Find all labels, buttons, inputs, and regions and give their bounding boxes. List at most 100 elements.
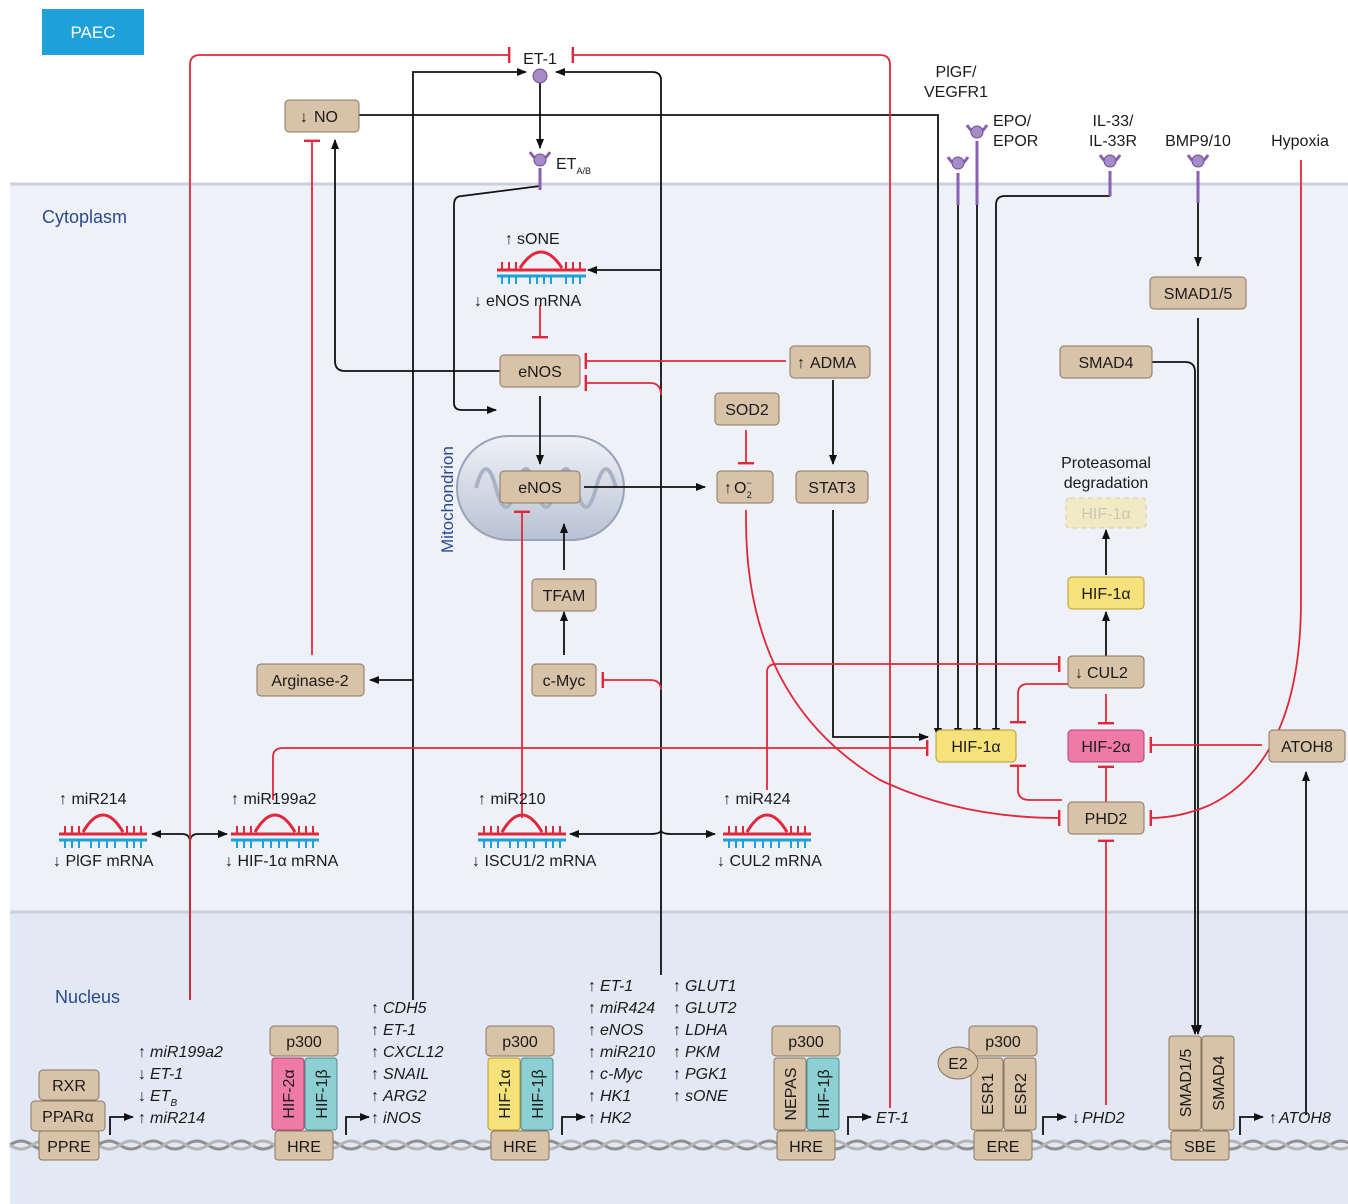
adma-node: ↑ ADMA: [789, 345, 871, 379]
hif1a-main-label: HIF-1α: [951, 739, 1000, 756]
smad4-label: SMAD4: [1078, 355, 1133, 372]
mirna-item: ↑ miR424 ↓ CUL2 mRNA: [717, 791, 822, 870]
ppar-complex: RXR PPARα PPRE: [30, 1069, 106, 1161]
paec-label: PAEC: [70, 23, 115, 42]
target-gene: ↑miR199a2: [138, 1044, 223, 1061]
ere-label: ERE: [987, 1139, 1020, 1156]
sone-label: ↑sONE: [505, 231, 560, 248]
stat3-node: STAT3: [795, 470, 869, 504]
target-gene: ↑c-Myc: [588, 1066, 643, 1083]
arginase-label: Arginase-2: [271, 673, 348, 690]
hif2-target-list: ↑CDH5 ↑ET-1 ↑CXCL12 ↑SNAIL ↑ARG2 ↑iNOS: [371, 1000, 444, 1127]
epo-label-1: EPO/: [993, 113, 1032, 130]
mirna-item: ↑ miR210 ↓ ISCU1/2 mRNA: [472, 791, 597, 870]
mirna-hairpin-icon: [59, 813, 147, 848]
mirna-group: ↑ miR214↓ PlGF mRNA↑ miR199a2↓ HIF-1α mR…: [53, 791, 822, 870]
mirna-name: ↑ miR199a2: [231, 791, 316, 808]
hif2-a-label: HIF-2α: [281, 1069, 298, 1118]
nepas-hre-label: HRE: [789, 1139, 823, 1156]
no-label: NO: [314, 109, 338, 126]
mirna-hairpin-icon: [231, 813, 319, 848]
hif2a-node: HIF-2α: [1067, 729, 1145, 763]
enos-label: eNOS: [518, 364, 562, 381]
sod2-label: SOD2: [725, 402, 769, 419]
epo-label-2: EPOR: [993, 133, 1038, 150]
proteasomal-label-1: Proteasomal: [1061, 455, 1151, 472]
nucleus-label: Nucleus: [55, 987, 120, 1007]
cytoplasm-label: Cytoplasm: [42, 207, 127, 227]
nepas-target: ET-1: [876, 1110, 909, 1127]
il33-label-1: IL-33/: [1093, 113, 1134, 130]
et1-label: ET-1: [523, 51, 557, 68]
target-gene: ↑miR424: [588, 1000, 655, 1017]
mirna-name: ↑ miR214: [59, 791, 127, 808]
inhibition-edges: [189, 47, 1302, 1108]
hif1a-upper-label: HIF-1α: [1081, 586, 1130, 603]
mirna-target-mrna: ↓ CUL2 mRNA: [717, 853, 822, 870]
paec-badge: [42, 9, 144, 55]
smad-target: ↑ATOH8: [1269, 1110, 1331, 1127]
target-gene: ↑PKM: [673, 1044, 720, 1061]
hif1a-main-node: HIF-1α: [935, 729, 1017, 763]
il33-label-2: IL-33R: [1089, 133, 1137, 150]
target-gene: ↑GLUT1: [673, 978, 737, 995]
target-gene: ↑eNOS: [588, 1022, 644, 1039]
mirna-target-mrna: ↓ ISCU1/2 mRNA: [472, 853, 597, 870]
cmyc-label: c-Myc: [543, 673, 586, 690]
smad15-label: SMAD1/5: [1164, 286, 1233, 303]
hif1-b-label: HIF-1β: [530, 1069, 547, 1118]
tfam-label: TFAM: [543, 588, 586, 605]
tfam-node: TFAM: [531, 578, 597, 612]
hif2a-label: HIF-2α: [1081, 739, 1130, 756]
hypoxia-label: Hypoxia: [1271, 133, 1329, 150]
target-gene: ↑CDH5: [371, 1000, 427, 1017]
nepas-p300-label: p300: [788, 1034, 824, 1051]
plgf-label-2: VEGFR1: [924, 84, 988, 101]
plgf-label-1: PlGF/: [936, 64, 977, 81]
plgf-receptor-icon: [946, 156, 970, 205]
hif2-complex: p300 HIF-2α HIF-1β HRE: [269, 1025, 339, 1161]
mirna-item: ↑ miR214↓ PlGF mRNA: [53, 791, 154, 870]
hif1-complex: p300 HIF-1α HIF-1β HRE: [485, 1025, 555, 1161]
target-gene: ↑LDHA: [673, 1022, 728, 1039]
hif1-target-list: ↑ET-1↑miR424↑eNOS↑miR210↑c-Myc↑HK1↑HK2↑G…: [588, 978, 737, 1127]
target-gene: ↑miR214: [138, 1110, 205, 1127]
enos-mito-node: eNOS: [499, 470, 581, 504]
nepas-complex: p300 NEPAS HIF-1β HRE: [771, 1025, 841, 1161]
target-gene: ↑iNOS: [371, 1110, 422, 1127]
atoh8-label: ATOH8: [1281, 739, 1333, 756]
svg-text:↑: ↑: [797, 355, 805, 372]
o2-label: ↑O−2: [724, 478, 752, 500]
smad15-node: SMAD1/5: [1149, 276, 1247, 310]
eta-b-receptor-icon: [528, 151, 552, 190]
rxr-label: RXR: [52, 1078, 86, 1095]
mirna-hairpin-icon: [723, 813, 811, 848]
hif1a-upper-node: HIF-1α: [1067, 576, 1145, 610]
mirna-name: ↑ miR424: [723, 791, 791, 808]
target-gene: ↑CXCL12: [371, 1044, 444, 1061]
dna-strand-icon: [9, 1139, 1348, 1151]
ppar-target-list: ↑miR199a2↓ET-1↓ETB↑miR214: [138, 1044, 223, 1127]
target-gene: ↑miR210: [588, 1044, 655, 1061]
il33-receptor-icon: [1098, 154, 1122, 196]
arginase-node: Arginase-2: [256, 663, 365, 697]
esr-p300-label: p300: [985, 1034, 1021, 1051]
epo-receptor-icon: [965, 124, 989, 205]
hif1a-faded-node: HIF-1α: [1065, 497, 1147, 529]
target-gene: ↓ETB: [138, 1088, 177, 1109]
bmp-receptor-icon: [1186, 154, 1210, 203]
svg-text:↓: ↓: [300, 109, 308, 126]
sone-mrna-icon: [497, 250, 586, 284]
eta-b-label: ETA/B: [556, 156, 591, 176]
mirna-name: ↑ miR210: [478, 791, 546, 808]
target-gene: ↑HK1: [588, 1088, 631, 1105]
mitochondrion-label: Mitochondrion: [438, 446, 457, 553]
hif1-a-label: HIF-1α: [497, 1069, 514, 1118]
hif2-hre-label: HRE: [287, 1139, 321, 1156]
target-gene: ↑sONE: [673, 1088, 728, 1105]
target-gene: ↑SNAIL: [371, 1066, 429, 1083]
enos-node: eNOS: [499, 354, 581, 388]
target-gene: ↑ARG2: [371, 1088, 427, 1105]
target-gene: ↑ET-1: [371, 1022, 416, 1039]
